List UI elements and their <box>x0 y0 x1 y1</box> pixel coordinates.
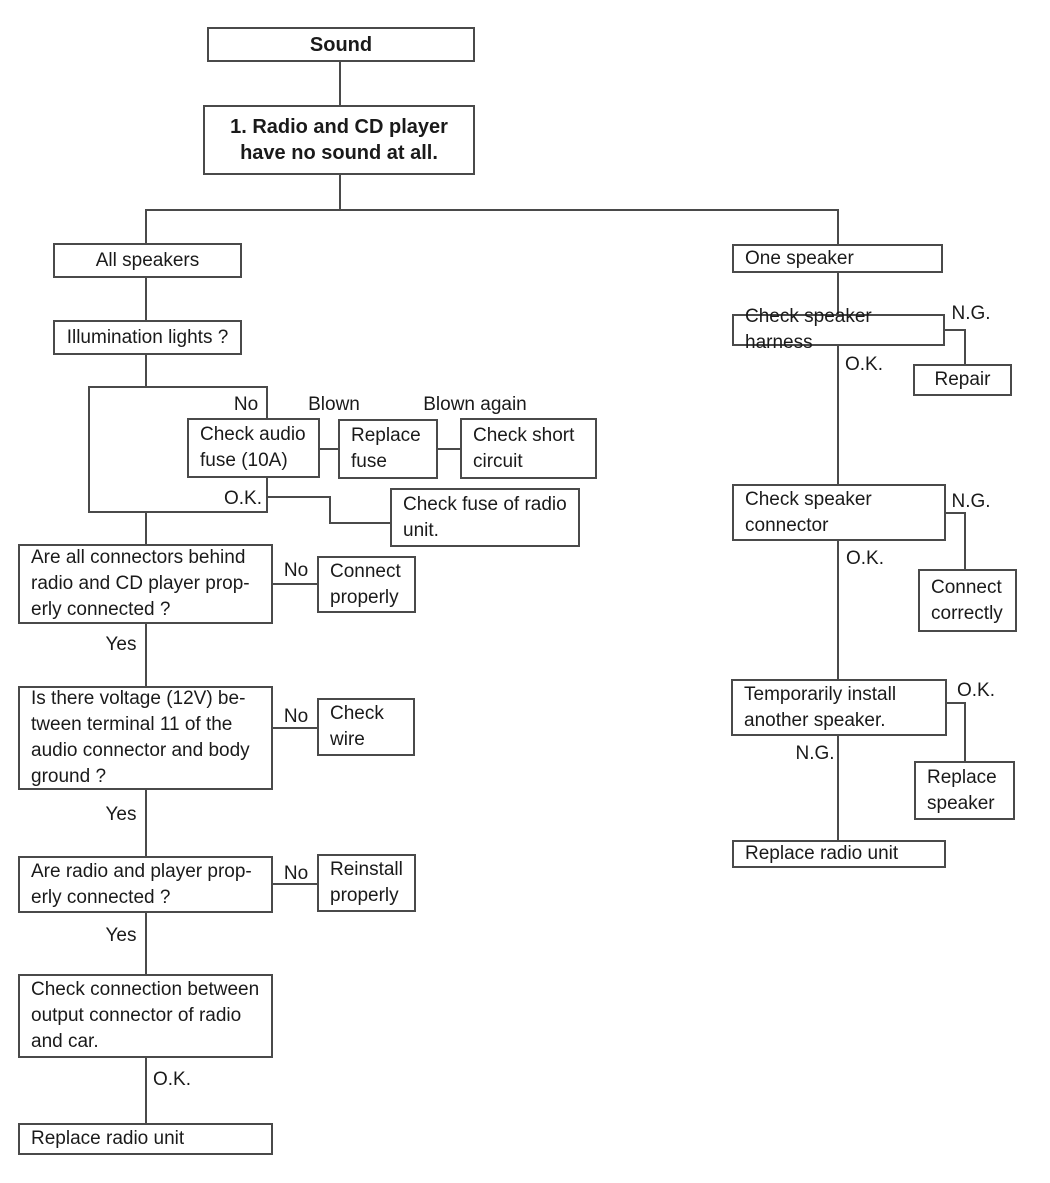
node-sound-label: Sound <box>309 33 373 56</box>
node-check-fuse-radio-unit-label: Check fuse of radio unit. <box>403 493 567 541</box>
node-illumination-lights: Illumination lights ? <box>53 320 242 355</box>
edge-label-ok: O.K. <box>844 354 884 375</box>
node-replace-fuse: Replace fuse <box>338 419 438 479</box>
node-radio-player-question: Are radio and player prop- erly connecte… <box>18 856 273 913</box>
connector-line <box>320 448 338 450</box>
node-connect-properly-label: Connect properly <box>330 560 401 608</box>
connector-line <box>273 883 317 885</box>
connector-line <box>268 496 331 498</box>
edge-label-no: No <box>233 394 259 415</box>
connector-line <box>438 448 460 450</box>
connector-line <box>273 727 317 729</box>
connector-line <box>945 329 966 331</box>
edge-label-blown: Blown <box>308 394 360 415</box>
connector-line <box>339 62 341 105</box>
connector-line <box>145 790 147 856</box>
node-check-wire-label: Check wire <box>330 703 384 750</box>
node-check-short-circuit: Check short circuit <box>460 418 597 479</box>
node-sound: Sound <box>207 27 475 62</box>
node-replace-speaker-label: Replace speaker <box>927 766 997 814</box>
edge-label-yes: Yes <box>105 804 137 825</box>
edge-label-ng: N.G. <box>951 303 991 324</box>
node-problem-label: 1. Radio and CD player have no sound at … <box>230 116 448 164</box>
connector-line <box>145 913 147 974</box>
connector-line <box>946 512 966 514</box>
node-replace-radio-unit-left: Replace radio unit <box>18 1123 273 1155</box>
node-connectors-question: Are all connectors behind radio and CD p… <box>18 544 273 624</box>
node-check-audio-fuse-label: Check audio fuse (10A) <box>200 424 306 471</box>
node-one-speaker: One speaker <box>732 244 943 273</box>
connector-line <box>837 209 839 244</box>
edge-label-ng: N.G. <box>951 491 991 512</box>
node-check-fuse-radio-unit: Check fuse of radio unit. <box>390 488 580 547</box>
node-repair-label: Repair <box>934 369 991 390</box>
node-one-speaker-label: One speaker <box>745 247 854 269</box>
node-check-speaker-connector: Check speaker connector <box>732 484 946 541</box>
node-illumination-lights-label: Illumination lights ? <box>66 326 229 348</box>
node-check-short-circuit-label: Check short circuit <box>473 424 575 472</box>
node-reinstall-properly-label: Reinstall properly <box>330 859 403 906</box>
edge-label-ng: N.G. <box>795 743 835 764</box>
connector-line <box>329 522 390 524</box>
connector-line <box>145 209 147 243</box>
connector-line <box>145 355 147 386</box>
node-voltage-question-label: Is there voltage (12V) be- tween termina… <box>31 688 250 787</box>
edge-label-ok: O.K. <box>956 680 996 701</box>
edge-label-ok: O.K. <box>845 548 885 569</box>
node-connect-correctly: Connect correctly <box>918 569 1017 632</box>
connector-line <box>145 624 147 686</box>
node-check-speaker-harness-label: Check speaker harness <box>745 306 872 353</box>
connector-line <box>964 329 966 364</box>
node-replace-fuse-label: Replace fuse <box>351 425 421 472</box>
connector-line <box>837 346 839 484</box>
connector-line <box>964 512 966 569</box>
node-check-audio-fuse: Check audio fuse (10A) <box>187 418 320 478</box>
node-all-speakers: All speakers <box>53 243 242 278</box>
edge-label-no: No <box>283 863 309 884</box>
edge-label-ok: O.K. <box>152 1069 192 1090</box>
connector-line <box>329 496 331 524</box>
edge-label-yes: Yes <box>105 925 137 946</box>
edge-label-no: No <box>283 706 309 727</box>
node-check-connection: Check connection between output connecto… <box>18 974 273 1058</box>
node-voltage-question: Is there voltage (12V) be- tween termina… <box>18 686 273 790</box>
node-temporarily-install-label: Temporarily install another speaker. <box>744 683 897 731</box>
node-connectors-question-label: Are all connectors behind radio and CD p… <box>31 547 250 620</box>
connector-line <box>145 1058 147 1123</box>
node-connect-properly: Connect properly <box>317 556 416 613</box>
connector-line <box>837 736 839 840</box>
node-check-speaker-connector-label: Check speaker connector <box>745 488 872 536</box>
connector-line <box>145 278 147 320</box>
node-check-speaker-harness: Check speaker harness <box>732 306 945 353</box>
connector-line <box>145 513 147 544</box>
edge-label-no: No <box>283 560 309 581</box>
node-replace-radio-unit-right-label: Replace radio unit <box>745 843 899 864</box>
edge-label-blown-again: Blown again <box>423 394 527 415</box>
connector-line <box>273 583 317 585</box>
connector-line <box>837 273 839 314</box>
connector-line <box>964 702 966 761</box>
node-replace-radio-unit-right: Replace radio unit <box>732 840 946 868</box>
node-check-wire: Check wire <box>317 698 415 756</box>
node-check-connection-label: Check connection between output connecto… <box>31 979 260 1052</box>
connector-line <box>339 175 341 209</box>
node-radio-player-question-label: Are radio and player prop- erly connecte… <box>31 860 252 908</box>
node-all-speakers-label: All speakers <box>95 249 200 271</box>
node-problem-statement: 1. Radio and CD player have no sound at … <box>203 105 475 175</box>
node-connect-correctly-label: Connect correctly <box>931 576 1003 624</box>
node-replace-speaker: Replace speaker <box>914 761 1015 820</box>
node-replace-radio-unit-left-label: Replace radio unit <box>31 1128 185 1149</box>
edge-label-ok: O.K. <box>223 488 263 509</box>
connector-line <box>947 702 966 704</box>
node-repair: Repair <box>913 364 1012 396</box>
connector-line <box>837 541 839 679</box>
connector-line <box>145 209 839 211</box>
node-reinstall-properly: Reinstall properly <box>317 854 416 912</box>
node-temporarily-install: Temporarily install another speaker. <box>731 679 947 736</box>
edge-label-yes: Yes <box>105 634 137 655</box>
